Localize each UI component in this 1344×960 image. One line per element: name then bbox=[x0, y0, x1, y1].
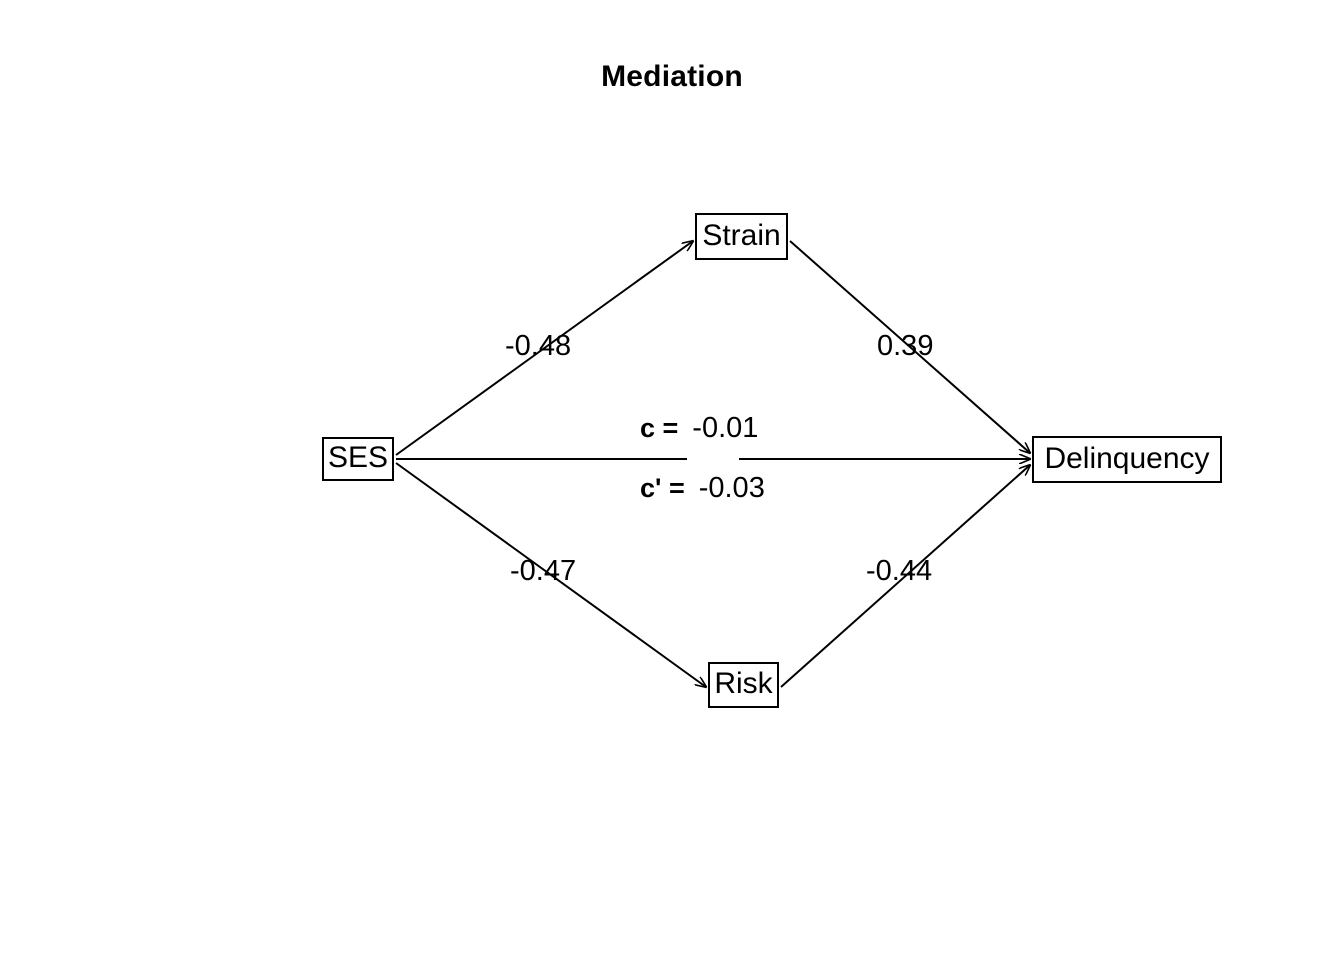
path-label-strain-to-delinquency: 0.39 bbox=[877, 330, 934, 362]
arrow-ses-to-strain bbox=[395, 241, 693, 456]
node-strain[interactable]: Strain bbox=[695, 213, 788, 260]
total-effect-value: -0.01 bbox=[692, 412, 759, 444]
path-label-direct-effect: c' = -0.03 bbox=[640, 472, 765, 505]
path-label-ses-to-strain: -0.48 bbox=[505, 330, 572, 362]
node-ses[interactable]: SES bbox=[322, 437, 394, 481]
arrow-risk-to-delinquency bbox=[780, 465, 1030, 688]
node-delinquency-label: Delinquency bbox=[1044, 441, 1210, 475]
path-label-ses-to-risk: -0.47 bbox=[510, 555, 577, 587]
node-risk-label: Risk bbox=[714, 667, 773, 700]
total-effect-key: c = bbox=[640, 413, 679, 443]
node-delinquency[interactable]: Delinquency bbox=[1032, 436, 1222, 483]
direct-effect-key: c' = bbox=[640, 473, 685, 503]
node-ses-label: SES bbox=[327, 441, 389, 474]
node-strain-label: Strain bbox=[702, 218, 781, 252]
arrow-strain-to-delinquency bbox=[789, 240, 1030, 453]
node-risk[interactable]: Risk bbox=[708, 662, 779, 708]
path-label-total-effect: c = -0.01 bbox=[640, 412, 758, 445]
direct-effect-value: -0.03 bbox=[698, 472, 765, 504]
page-title: Mediation bbox=[601, 60, 743, 93]
arrow-ses-to-risk bbox=[395, 462, 706, 687]
path-label-risk-to-delinquency: -0.44 bbox=[866, 555, 933, 587]
